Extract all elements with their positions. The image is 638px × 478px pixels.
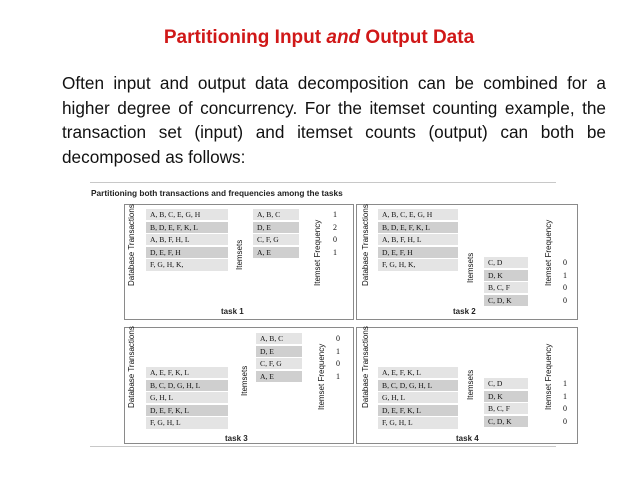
transaction-row: B, C, D, G, H, L bbox=[146, 379, 228, 391]
transaction-row: B, C, D, G, H, L bbox=[378, 379, 458, 391]
itemset-row: D, K bbox=[484, 390, 528, 402]
frequency-value: 0 bbox=[563, 283, 567, 293]
frequency-value: 1 bbox=[563, 391, 567, 401]
itemset-row: B, C, F bbox=[484, 282, 528, 294]
frequency-value: 1 bbox=[336, 346, 340, 356]
frequency-value: 0 bbox=[563, 416, 567, 426]
itemset-row: C, D bbox=[484, 257, 528, 269]
task-1-itemsets: A, B, C D, E C, F, G A, E bbox=[253, 209, 299, 259]
transaction-row: A, B, F, H, L bbox=[378, 234, 458, 246]
task-4-itemsets: C, D D, K B, C, F C, D, K bbox=[484, 378, 528, 428]
itemset-row: D, E bbox=[253, 221, 299, 233]
task-2-transactions: A, B, C, E, G, H B, D, E, F, K, L A, B, … bbox=[378, 209, 458, 272]
frequency-value: 1 bbox=[563, 270, 567, 280]
figure-top-rule bbox=[90, 182, 556, 183]
frequency-value: 2 bbox=[333, 222, 337, 232]
itemset-row: D, K bbox=[484, 269, 528, 281]
task-4-label: task 4 bbox=[456, 434, 479, 443]
transaction-row: B, D, E, F, K, L bbox=[146, 221, 228, 233]
frequency-value: 0 bbox=[563, 258, 567, 267]
frequency-value: 1 bbox=[333, 247, 337, 257]
itemset-row: B, C, F bbox=[484, 403, 528, 415]
itemset-row: A, E bbox=[256, 370, 302, 382]
task-3-transactions: A, E, F, K, L B, C, D, G, H, L G, H, L D… bbox=[146, 367, 228, 430]
body-paragraph: Often input and output data decompositio… bbox=[62, 73, 606, 167]
itemset-row: C, F, G bbox=[253, 234, 299, 246]
transaction-row: D, E, F, K, L bbox=[146, 404, 228, 416]
itemset-row: A, B, C bbox=[256, 333, 302, 345]
task-1-itemset-frequency-label: Itemset Frequency bbox=[313, 219, 322, 286]
slide-title: Partitioning Input and Output Data bbox=[0, 27, 638, 49]
title-part1: Partitioning Input bbox=[163, 27, 327, 48]
transaction-row: A, B, C, E, G, H bbox=[146, 209, 228, 221]
task-1-db-transactions-label: Database Transactions bbox=[127, 204, 136, 286]
itemset-row: C, D bbox=[484, 378, 528, 390]
itemset-row: C, F, G bbox=[256, 358, 302, 370]
task-3-frequencies: 0 1 0 1 bbox=[331, 333, 345, 383]
frequency-value: 0 bbox=[563, 404, 567, 414]
itemset-row: D, E bbox=[256, 345, 302, 357]
task-3-db-transactions-label: Database Transactions bbox=[127, 326, 136, 408]
task-2-label: task 2 bbox=[453, 307, 476, 316]
transaction-row: A, B, C, E, G, H bbox=[378, 209, 458, 221]
itemset-row: A, B, C bbox=[253, 209, 299, 221]
task-1-frequencies: 1 2 0 1 bbox=[328, 209, 342, 259]
task-2-itemsets: C, D D, K B, C, F C, D, K bbox=[484, 257, 528, 307]
transaction-row: D, E, F, H bbox=[378, 246, 458, 258]
transaction-row: D, E, F, H bbox=[146, 246, 228, 258]
transaction-row: F, G, H, L bbox=[146, 417, 228, 429]
task-3-label: task 3 bbox=[225, 434, 248, 443]
transaction-row: A, E, F, K, L bbox=[378, 367, 458, 379]
figure-bottom-rule bbox=[90, 446, 556, 447]
frequency-value: 0 bbox=[336, 334, 340, 343]
transaction-row: G, H, L bbox=[146, 392, 228, 404]
task-4-itemsets-label: Itemsets bbox=[466, 369, 475, 400]
task-4-itemset-frequency-label: Itemset Frequency bbox=[544, 343, 553, 410]
transaction-row: F, G, H, K, bbox=[378, 259, 458, 271]
task-1-transactions: A, B, C, E, G, H B, D, E, F, K, L A, B, … bbox=[146, 209, 228, 272]
task-2-frequencies: 0 1 0 0 bbox=[558, 257, 572, 307]
task-3-itemset-frequency-label: Itemset Frequency bbox=[317, 343, 326, 410]
transaction-row: F, G, H, K, bbox=[146, 259, 228, 271]
transaction-row: B, D, E, F, K, L bbox=[378, 221, 458, 233]
transaction-row: A, E, F, K, L bbox=[146, 367, 228, 379]
itemset-row: C, D, K bbox=[484, 294, 528, 306]
frequency-value: 1 bbox=[563, 379, 567, 388]
task-2-db-transactions-label: Database Transactions bbox=[361, 204, 370, 286]
frequency-value: 0 bbox=[563, 295, 567, 305]
task-2-itemset-frequency-label: Itemset Frequency bbox=[544, 219, 553, 286]
frequency-value: 1 bbox=[333, 210, 337, 219]
task-3-itemsets: A, B, C D, E C, F, G A, E bbox=[256, 333, 302, 383]
task-4-transactions: A, E, F, K, L B, C, D, G, H, L G, H, L D… bbox=[378, 367, 458, 430]
itemset-row: C, D, K bbox=[484, 415, 528, 427]
transaction-row: A, B, F, H, L bbox=[146, 234, 228, 246]
itemset-row: A, E bbox=[253, 246, 299, 258]
title-part2: and bbox=[326, 27, 361, 48]
task-3-itemsets-label: Itemsets bbox=[240, 365, 249, 396]
transaction-row: D, E, F, K, L bbox=[378, 404, 458, 416]
transaction-row: G, H, L bbox=[378, 392, 458, 404]
task-1-label: task 1 bbox=[221, 307, 244, 316]
task-1-itemsets-label: Itemsets bbox=[235, 239, 244, 270]
figure-title: Partitioning both transactions and frequ… bbox=[91, 188, 343, 198]
frequency-value: 0 bbox=[336, 359, 340, 369]
frequency-value: 1 bbox=[336, 371, 340, 381]
frequency-value: 0 bbox=[333, 235, 337, 245]
task-4-frequencies: 1 1 0 0 bbox=[558, 378, 572, 428]
task-2-itemsets-label: Itemsets bbox=[466, 252, 475, 283]
task-4-db-transactions-label: Database Transactions bbox=[361, 326, 370, 408]
title-part3: Output Data bbox=[360, 27, 475, 48]
transaction-row: F, G, H, L bbox=[378, 417, 458, 429]
